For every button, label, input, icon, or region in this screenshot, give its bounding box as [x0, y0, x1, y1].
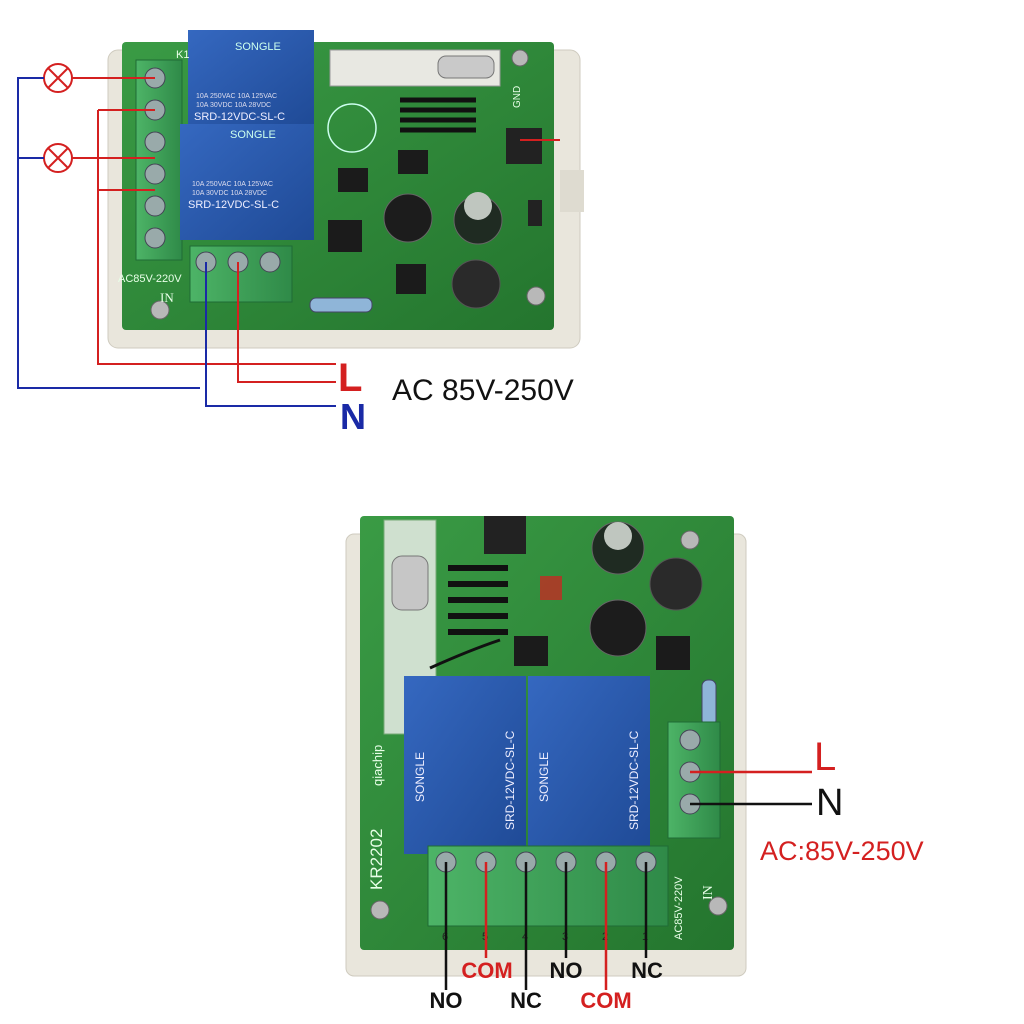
bottom-model-print: KR2202: [367, 829, 386, 890]
top-voltage-label: AC 85V-250V: [392, 374, 574, 407]
bottom-neutral-label: N: [816, 782, 844, 824]
top-capacitor-1: [383, 193, 433, 243]
top-in-print: IN: [160, 290, 174, 305]
bottom-push-button: [484, 516, 526, 554]
terminal-label-com: COM: [580, 988, 632, 1013]
top-neutral-label: N: [340, 396, 366, 437]
bottom-capacitor-2: [589, 599, 647, 657]
top-push-button: [506, 128, 542, 164]
svg-text:10A 250VAC 10A 125VAC: 10A 250VAC 10A 125VAC: [192, 181, 273, 188]
terminal-label-com: COM: [461, 958, 513, 983]
svg-text:SONGLE: SONGLE: [413, 752, 427, 802]
bottom-resistor: [701, 679, 717, 727]
bottom-inductor: [649, 557, 703, 611]
terminal-label-no: NO: [549, 958, 583, 983]
top-relay-2: SONGLE 10A 250VAC 10A 125VAC 10A 30VDC 1…: [180, 124, 314, 240]
svg-text:SONGLE: SONGLE: [537, 752, 551, 802]
top-ac-range-print: AC85V-220V: [118, 273, 182, 285]
top-antenna-coil: [400, 97, 476, 133]
top-k1-print: K1: [176, 49, 189, 61]
svg-text:SRD-12VDC-SL-C: SRD-12VDC-SL-C: [188, 199, 279, 211]
svg-text:SRD-12VDC-SL-C: SRD-12VDC-SL-C: [627, 730, 641, 830]
top-inductor: [451, 259, 501, 309]
bottom-wiring: [444, 770, 812, 990]
bottom-voltage-label: AC:85V-250V: [760, 836, 924, 866]
bottom-relay-2: SONGLE SRD-12VDC-SL-C: [528, 676, 650, 854]
bottom-output-terminal: [427, 845, 669, 927]
bottom-relay-1: SONGLE SRD-12VDC-SL-C: [404, 676, 526, 854]
svg-text:SRD-12VDC-SL-C: SRD-12VDC-SL-C: [194, 111, 285, 123]
lamp-icon: [43, 143, 73, 173]
svg-text:10A 30VDC 10A 28VDC: 10A 30VDC 10A 28VDC: [196, 102, 271, 109]
bottom-line-label: L: [814, 735, 837, 779]
svg-text:SRD-12VDC-SL-C: SRD-12VDC-SL-C: [503, 730, 517, 830]
bottom-module: SONGLE SRD-12VDC-SL-C SONGLE SRD-12VDC-S…: [345, 516, 812, 990]
lamp-icon: [43, 63, 73, 93]
top-module: SONGLE 10A 250VAC 10A 125VAC 10A 30VDC 1…: [17, 30, 584, 407]
top-relay-1: SONGLE 10A 250VAC 10A 125VAC 10A 30VDC 1…: [188, 30, 314, 126]
bottom-maker-print: qiachip: [370, 745, 385, 786]
bottom-in-print: IN: [701, 885, 716, 900]
svg-text:SONGLE: SONGLE: [235, 41, 281, 53]
top-output-terminal: [135, 59, 183, 261]
svg-text:10A 250VAC 10A 125VAC: 10A 250VAC 10A 125VAC: [196, 93, 277, 100]
svg-text:SONGLE: SONGLE: [230, 129, 276, 141]
top-wiring: [17, 77, 560, 407]
top-gnd-print: GND: [512, 86, 523, 108]
svg-text:10A 30VDC 10A 28VDC: 10A 30VDC 10A 28VDC: [192, 190, 267, 197]
terminal-label-no: NO: [429, 988, 463, 1013]
terminal-label-nc: NC: [510, 988, 542, 1013]
top-resistor: [309, 297, 373, 313]
terminal-label-nc: NC: [631, 958, 663, 983]
bottom-input-terminal: [667, 721, 721, 839]
bottom-antenna-coil: [429, 565, 508, 670]
bottom-ac-range-print: AC85V-220V: [673, 876, 685, 940]
top-line-label: L: [338, 356, 363, 400]
